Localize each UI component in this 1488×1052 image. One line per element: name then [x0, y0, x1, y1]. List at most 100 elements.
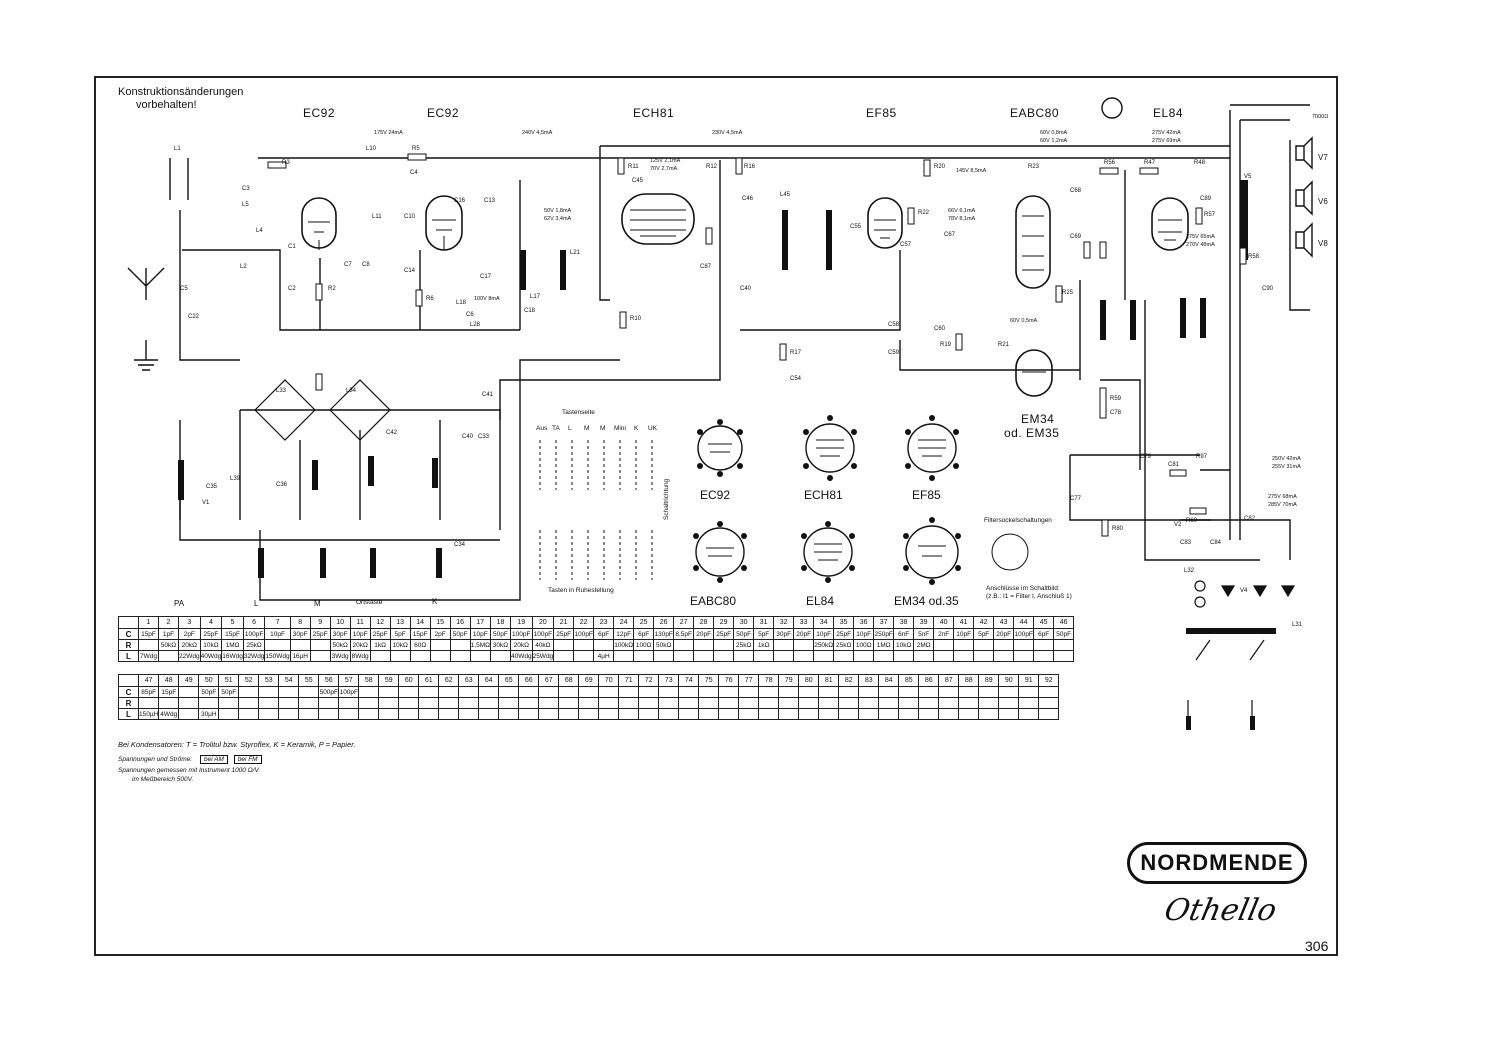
parts-cell — [858, 708, 880, 720]
label-c58: C58 — [888, 322, 900, 328]
parts-number-cell: 14 — [409, 616, 431, 629]
parts-cell — [289, 639, 311, 651]
parts-cell — [489, 650, 511, 662]
label-c76: C78 — [1110, 410, 1122, 416]
parts-cell: 50pF — [1053, 628, 1075, 640]
parts-cell — [418, 697, 440, 709]
parts-cell — [598, 686, 620, 698]
parts-cell — [518, 686, 540, 698]
parts-cell — [438, 686, 460, 698]
parts-number-cell: 29 — [713, 616, 735, 629]
parts-cell — [933, 650, 955, 662]
label-c40b: C42 — [386, 430, 398, 436]
parts-number-cell: 3 — [178, 616, 201, 629]
parts-cell: 10kΩ — [389, 639, 411, 651]
parts-cell — [858, 697, 880, 709]
parts-cell — [278, 686, 300, 698]
parts-row-label: L — [118, 708, 139, 720]
parts-cell: 10pF — [264, 628, 291, 640]
parts-number-cell: 64 — [478, 674, 500, 687]
parts-number-cell: 89 — [978, 674, 1000, 687]
base-label-ech81: ECH81 — [804, 488, 843, 502]
label-c89: C89 — [1200, 196, 1212, 202]
parts-cell — [718, 697, 740, 709]
parts-number-cell: 37 — [873, 616, 895, 629]
voltage-15: 275V 42mA — [1152, 130, 1181, 136]
parts-cell — [898, 697, 920, 709]
parts-cell: 8,5pF — [673, 628, 695, 640]
parts-cell: 22Wdg — [178, 650, 201, 662]
parts-number-cell: 28 — [693, 616, 715, 629]
parts-number-cell: 1 — [138, 616, 159, 629]
voltage-22: 270V 48mA — [1186, 242, 1215, 248]
parts-number-cell: 80 — [798, 674, 820, 687]
filter-note1: Anschlüsse im Schaltbild: — [986, 585, 1060, 592]
parts-cell: 1MΩ — [221, 639, 244, 651]
label-l2: L2 — [240, 264, 247, 270]
label-r3: R3 — [282, 160, 290, 166]
label-c79: R60 — [1186, 518, 1198, 524]
key-m1: M — [584, 425, 589, 432]
parts-cell: 150µH — [137, 708, 160, 720]
base-label-ec92: EC92 — [700, 488, 731, 502]
parts-row-label: R — [118, 697, 139, 709]
parts-cell: 40Wdg — [199, 650, 223, 662]
parts-number-cell: 51 — [218, 674, 240, 687]
parts-cell: 15pF — [138, 628, 159, 640]
parts-cell — [973, 639, 995, 651]
parts-cell — [478, 697, 500, 709]
label-v4: L32 — [1184, 568, 1195, 574]
parts-cell: 100pF — [242, 628, 266, 640]
label-c84: V2 — [1174, 522, 1182, 528]
voltage-9: 145V 8,5mA — [956, 168, 987, 174]
parts-cell — [378, 708, 400, 720]
parts-cell: 10pF — [953, 628, 975, 640]
parts-cell: 1kΩ — [753, 639, 775, 651]
parts-number-cell: 71 — [618, 674, 640, 687]
parts-cell — [793, 650, 815, 662]
filter-note2: (z.B.: I1 = Filter I, Anschluß 1) — [986, 593, 1072, 600]
parts-number-cell: 91 — [1018, 674, 1040, 687]
label-c6: C6 — [466, 312, 474, 318]
label-c35: C40 — [462, 434, 474, 440]
footnote-range: im Meßbereich 500V. — [132, 776, 194, 783]
label-r48: R48 — [1194, 160, 1206, 166]
coil-label-m: M — [314, 599, 321, 608]
key-m2: M — [600, 425, 605, 432]
parts-number-cell: 11 — [349, 616, 371, 629]
label-r23: R23 — [1028, 164, 1040, 170]
parts-cell — [458, 708, 480, 720]
voltage-1: 175V 24mA — [374, 130, 403, 136]
label-l31: L33 — [276, 388, 287, 394]
footnote-measurement: Spannungen gemessen mit Instrument 1000 … — [118, 767, 259, 774]
label-c16: C16 — [454, 198, 466, 204]
parts-cell: 6pF — [1033, 628, 1055, 640]
parts-cell: 20pF — [793, 628, 815, 640]
parts-cell — [833, 650, 855, 662]
label-r22: R22 — [918, 210, 930, 216]
parts-cell — [878, 708, 900, 720]
parts-cell — [798, 686, 820, 698]
parts-number-cell: 34 — [813, 616, 835, 629]
parts-cell — [278, 697, 300, 709]
parts-cell — [838, 697, 860, 709]
parts-number-cell: 58 — [358, 674, 380, 687]
label-c78: R97 — [1196, 454, 1208, 460]
parts-cell: 50pF — [218, 686, 240, 698]
parts-cell — [138, 639, 159, 651]
label-r97: R80 — [1112, 526, 1124, 532]
parts-row-label: C — [118, 628, 139, 640]
parts-cell: 85pF — [137, 686, 160, 698]
parts-cell — [318, 697, 340, 709]
parts-cell — [438, 697, 460, 709]
label-c59: C59 — [888, 350, 900, 356]
label-c2: C2 — [288, 286, 296, 292]
parts-cell — [818, 708, 840, 720]
parts-cell — [698, 686, 720, 698]
parts-number-cell: 44 — [1013, 616, 1035, 629]
parts-number-cell: 66 — [518, 674, 540, 687]
parts-number-cell: 63 — [458, 674, 480, 687]
voltage-6: 50V 1,8mA — [544, 208, 572, 214]
